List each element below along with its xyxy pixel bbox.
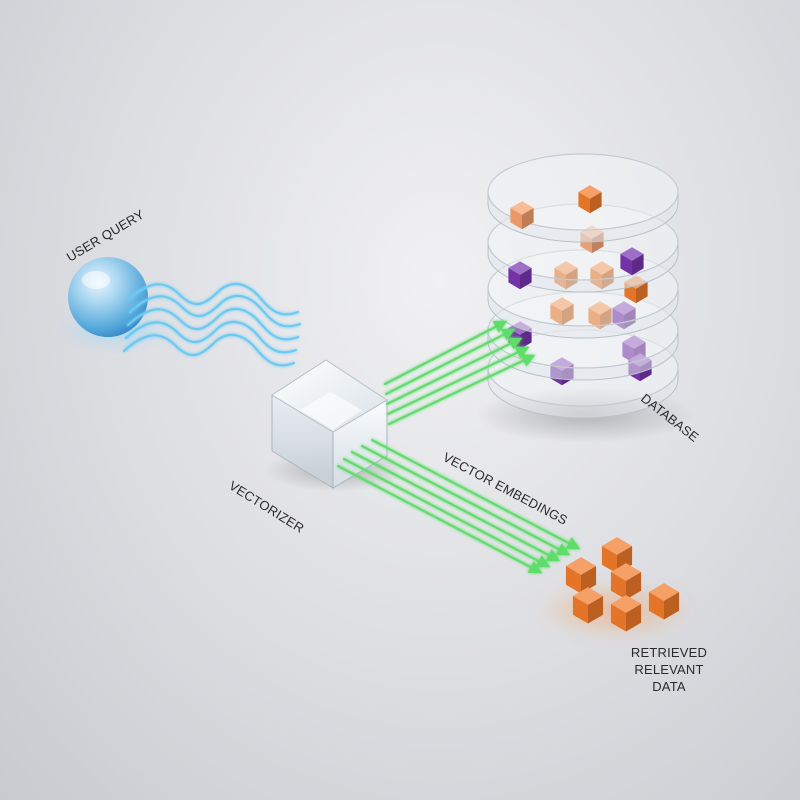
user-query-label: USER QUERY — [64, 206, 147, 264]
orange-data-cube — [588, 301, 612, 330]
retrieved-cube — [610, 563, 642, 600]
orange-data-cube-left — [588, 308, 600, 330]
retrieved-cube-top — [572, 587, 604, 605]
retrieved-cube — [565, 557, 597, 594]
query-wave-line — [124, 320, 298, 354]
query-wave-line — [126, 307, 300, 341]
user-query-sphere — [68, 257, 148, 337]
orange-data-cube-right — [636, 282, 648, 304]
orange-data-cube-left — [510, 208, 522, 230]
embedding-arrow — [383, 320, 508, 386]
embedding-arrows-to-retrieved — [336, 438, 581, 574]
retrieved-cube-top — [610, 563, 642, 581]
retrieved-cube — [572, 587, 604, 624]
purple-data-cube-right — [520, 268, 532, 290]
retrieved-cube-top — [648, 583, 680, 601]
purple-data-cube-left — [622, 342, 634, 364]
orange-data-cube-right — [600, 308, 612, 330]
vector-embedings-label: VECTOR EMBEDINGS — [441, 449, 571, 527]
vectorizer-group: VECTORIZER — [226, 359, 405, 536]
orange-data-cube-top — [578, 185, 602, 199]
purple-data-cube-right — [632, 254, 644, 276]
orange-data-cube-right — [522, 208, 534, 230]
orange-data-cube-right — [590, 192, 602, 214]
retrieved-cube-right — [588, 596, 604, 624]
query-waves — [122, 282, 302, 367]
retrieved-label-line3: DATA — [652, 679, 686, 694]
embedding-arrow — [360, 444, 571, 556]
orange-data-cube-left — [550, 304, 562, 326]
vectorizer-inner-glow — [300, 392, 362, 430]
retrieved-cube-left — [572, 596, 588, 624]
embedding-arrow — [342, 457, 551, 568]
retrieved-cube-top — [565, 557, 597, 575]
retrieved-cube-right — [626, 572, 642, 600]
embedding-arrow — [336, 464, 543, 574]
purple-data-cube — [620, 247, 644, 276]
query-wave-line — [126, 282, 300, 316]
orange-data-cube — [550, 297, 574, 326]
purple-data-cube-left — [620, 254, 632, 276]
purple-data-cube — [508, 261, 532, 290]
retrieved-cube-left — [610, 572, 626, 600]
user-query-group: USER QUERY — [55, 206, 175, 350]
retrieved-label: RETRIEVED RELEVANT DATA — [631, 645, 707, 694]
retrieved-cube-left — [648, 592, 664, 620]
retrieved-cube-left — [565, 566, 581, 594]
retrieved-cube-right — [626, 604, 642, 632]
query-wave-line — [122, 333, 296, 367]
orange-data-cube — [510, 201, 534, 230]
retrieved-cube-left — [601, 546, 617, 574]
retrieved-cube — [610, 595, 642, 632]
retrieved-cube-left — [610, 604, 626, 632]
purple-data-cube-left — [508, 268, 520, 290]
retrieved-label-line2: RELEVANT — [634, 662, 703, 677]
database-group — [475, 153, 695, 443]
embedding-arrow — [385, 337, 523, 406]
orange-data-cube-left — [578, 192, 590, 214]
retrieved-cube-top — [601, 537, 633, 555]
retrieved-cube-top — [610, 595, 642, 613]
retrieved-cube-right — [664, 592, 680, 620]
sphere-highlight — [82, 271, 110, 289]
orange-data-cube-top — [510, 201, 534, 215]
purple-data-cube-right — [520, 328, 532, 350]
embedding-arrow — [387, 354, 536, 426]
embedding-arrow — [386, 346, 530, 416]
database-disc — [487, 153, 679, 243]
embedding-arrow — [350, 450, 561, 562]
embedding-arrows-to-database — [383, 320, 536, 426]
orange-data-cube — [624, 275, 648, 304]
retrieved-cube-right — [581, 566, 597, 594]
retrieved-label-line1: RETRIEVED — [631, 645, 707, 660]
orange-data-cube-right — [562, 304, 574, 326]
query-wave-line — [128, 294, 302, 328]
orange-data-cube — [578, 185, 602, 214]
embedding-arrow — [370, 438, 581, 550]
embedding-arrow — [384, 328, 516, 396]
retrieved-cube — [648, 583, 680, 620]
retrieved-data-group — [535, 537, 695, 640]
